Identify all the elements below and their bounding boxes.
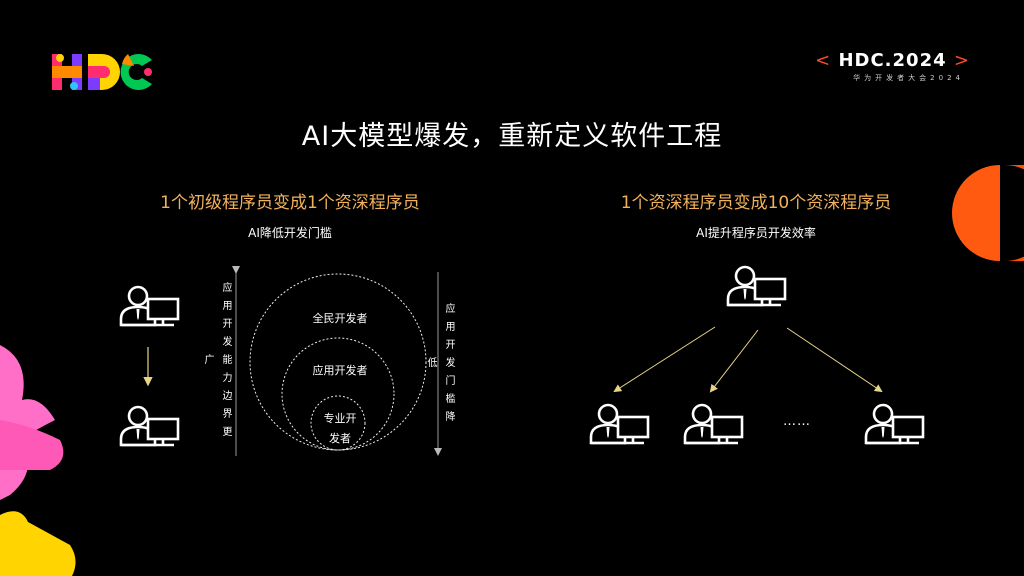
slide-title: AI大模型爆发，重新定义软件工程 [301,121,723,152]
circle-label-middle: 应用开发者 [312,364,368,377]
orange-decor [952,165,1024,261]
circle-label-inner-2: 发者 [329,432,351,445]
bracket-right-icon: > [953,50,970,71]
right-caption: AI提升程序员开发效率 [696,226,816,240]
axis-right-text: 应用开发门槛降低 [425,303,454,429]
circle-label-inner-1: 专业开 [323,412,357,425]
hdc-badge-mark: < HDC.2024 > [815,50,970,71]
ellipsis-text: …… [783,414,811,429]
pink-petal-decor [0,345,64,500]
left-caption: AI降低开发门槛 [248,226,332,240]
yellow-decor [0,511,76,576]
right-heading: 1个资深程序员变成10个资深程序员 [620,193,892,213]
hdc-badge: < HDC.2024 > 华为开发者大会2024 [815,50,970,83]
hdc-logo-icon [52,54,152,90]
hdc-tagline: 华为开发者大会2024 [853,74,964,82]
circle-label-outer: 全民开发者 [312,312,368,325]
left-heading: 1个初级程序员变成1个资深程序员 [160,193,420,213]
bracket-left-icon: < [815,50,832,71]
hdc-badge-text: HDC.2024 [838,50,947,71]
axis-left-text: 应用开发能力边界更广 [202,282,231,444]
